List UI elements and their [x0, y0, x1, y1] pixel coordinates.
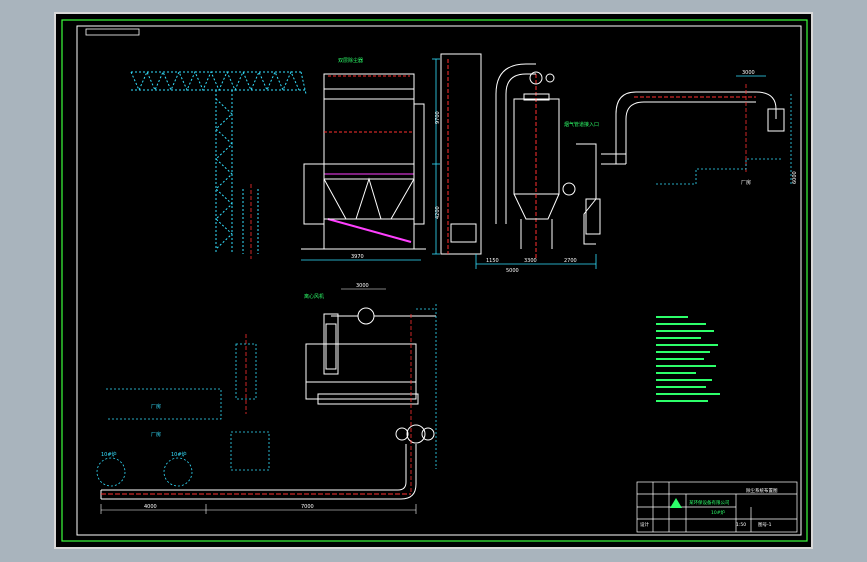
title-line2: 10#炉: [711, 509, 725, 516]
right-span-label: 7000: [301, 504, 314, 510]
plan-view: [100, 307, 436, 500]
base-label-2: 1150: [486, 258, 499, 264]
height-label-1: 9700: [435, 111, 441, 124]
base-label-4: 2700: [564, 258, 577, 264]
logo-icon: [670, 498, 682, 508]
cad-drawing: 9700 4200 3970 双层除尘器 1150 3300 2700 5000…: [61, 19, 808, 542]
stack-and-collector: [440, 53, 560, 259]
base-label-5: 5000: [506, 268, 519, 274]
elevation-dim-lines: [301, 58, 440, 261]
drawing-canvas: 9700 4200 3970 双层除尘器 1150 3300 2700 5000…: [54, 12, 813, 549]
top-caption: 双层除尘器: [338, 57, 363, 64]
right-hall-outline: [656, 94, 792, 185]
top-right-label: 3000: [742, 70, 755, 76]
hall-lower-label: 厂房: [151, 431, 161, 438]
title-line1: 除尘系统布置图: [746, 487, 778, 494]
sheet-label: 图号-1: [758, 522, 772, 528]
inner-frame: [76, 25, 802, 536]
title-block: [636, 481, 798, 533]
plan-hall-outline: [96, 304, 437, 487]
right-height-label: 6000: [792, 171, 798, 184]
base-label-1: 3970: [351, 254, 364, 260]
outer-frame: [61, 19, 808, 542]
company-name: 某环保设备有限公司: [689, 499, 730, 506]
technical-notes: [656, 316, 720, 402]
height-label-2: 4200: [435, 206, 441, 219]
right-hall-label: 厂房: [741, 179, 751, 186]
scale-label: 1:50: [736, 522, 746, 528]
left-span-label: 4000: [144, 504, 157, 510]
hall-upper-label: 厂房: [151, 403, 161, 410]
plan-dims: [100, 288, 417, 514]
inlet-note: 烟气管道接入口: [564, 121, 599, 128]
base-label-3: 3300: [524, 258, 537, 264]
fan-note: 离心风机: [304, 293, 324, 300]
gantry-truss: [130, 70, 307, 254]
corner-tag: [85, 28, 140, 36]
top-span-label: 3000: [356, 283, 369, 289]
cyclone-ducting: [562, 91, 785, 245]
machine-a-label: 10#炉: [101, 451, 117, 458]
machine-b-label: 10#炉: [171, 451, 187, 458]
dust-collector-elevation: [301, 73, 426, 250]
stack-dims: [475, 254, 597, 269]
code-label: 设计: [640, 521, 649, 528]
